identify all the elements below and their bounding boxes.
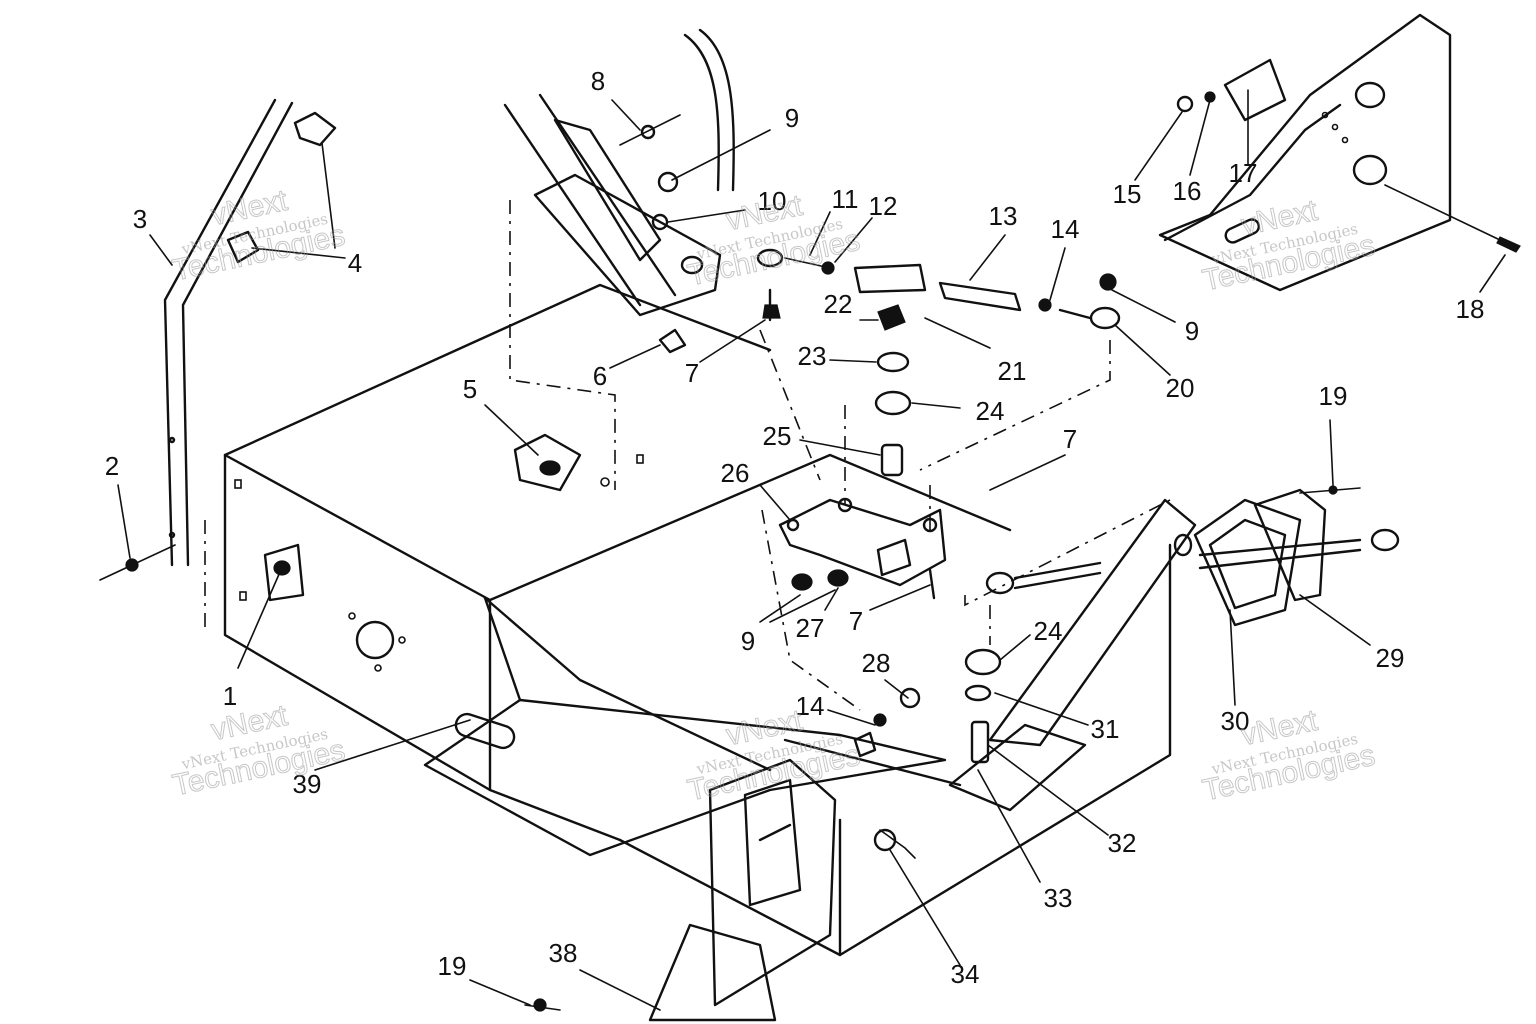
callout-c23: 23 xyxy=(798,341,827,371)
skid-plate xyxy=(423,596,947,857)
callout-c30: 30 xyxy=(1221,706,1250,736)
leader-lines xyxy=(117,89,1506,1011)
callout-c32: 32 xyxy=(1108,828,1137,858)
callout-c14a: 14 xyxy=(1051,214,1080,244)
phantom-lines xyxy=(204,200,1171,711)
callout-c2: 2 xyxy=(105,451,119,481)
callout-c19a: 19 xyxy=(1319,381,1348,411)
callout-c39: 39 xyxy=(293,769,322,799)
pivot-stack xyxy=(778,304,1102,764)
callout-c19b: 19 xyxy=(438,951,467,981)
steering-column xyxy=(503,28,835,354)
callout-c22: 22 xyxy=(824,289,853,319)
callout-c5: 5 xyxy=(463,374,477,404)
callout-c38: 38 xyxy=(549,938,578,968)
callout-c24b: 24 xyxy=(1034,616,1063,646)
callout-c15: 15 xyxy=(1113,179,1142,209)
callout-c7a: 7 xyxy=(685,358,699,388)
callout-c9a: 9 xyxy=(785,103,799,133)
callout-c13: 13 xyxy=(989,201,1018,231)
callout-c18: 18 xyxy=(1456,294,1485,324)
callout-c1: 1 xyxy=(223,681,237,711)
callout-c26: 26 xyxy=(721,458,750,488)
callout-c25: 25 xyxy=(763,421,792,451)
lower-left-bracket xyxy=(648,923,777,1022)
callout-c8: 8 xyxy=(591,66,605,96)
callout-c3: 3 xyxy=(133,204,147,234)
callout-c34: 34 xyxy=(951,959,980,989)
callout-c10: 10 xyxy=(758,186,787,216)
callout-c6: 6 xyxy=(593,361,607,391)
callout-c12: 12 xyxy=(869,191,898,221)
callout-c31: 31 xyxy=(1091,714,1120,744)
callout-c14b: 14 xyxy=(796,691,825,721)
callout-c17: 17 xyxy=(1229,158,1258,188)
callout-c7c: 7 xyxy=(849,606,863,636)
handle-tube xyxy=(99,98,337,581)
frame-body xyxy=(223,283,1172,957)
lower-brackets xyxy=(648,498,1197,1022)
callout-c9b: 9 xyxy=(1185,316,1199,346)
callout-c21: 21 xyxy=(998,356,1027,386)
callout-c4: 4 xyxy=(348,248,362,278)
callout-c28: 28 xyxy=(862,648,891,678)
callout-c9c: 9 xyxy=(741,626,755,656)
callout-c16: 16 xyxy=(1173,176,1202,206)
callout-c20: 20 xyxy=(1166,373,1195,403)
right-mount-plates xyxy=(1193,485,1400,627)
callout-c29: 29 xyxy=(1376,643,1405,673)
callout-c24a: 24 xyxy=(976,396,1005,426)
callout-c7b: 7 xyxy=(1063,424,1077,454)
tie-rod xyxy=(853,263,1121,330)
callout-c27: 27 xyxy=(796,613,825,643)
callout-c33: 33 xyxy=(1044,883,1073,913)
floorboard xyxy=(1158,13,1521,292)
misc-hardware xyxy=(273,433,962,1012)
callout-c11: 11 xyxy=(832,184,859,214)
